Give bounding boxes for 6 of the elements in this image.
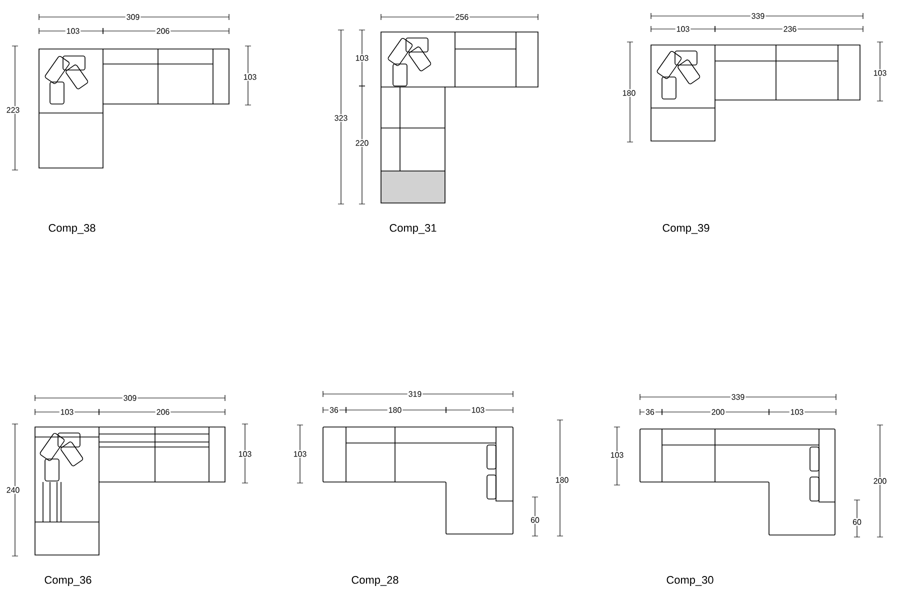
- caption: Comp_31: [390, 224, 436, 234]
- caption: Comp_38: [48, 224, 96, 234]
- caption: Comp_36: [44, 576, 92, 586]
- caption: Comp_28: [352, 576, 398, 586]
- caption: Comp_39: [662, 224, 710, 234]
- caption: Comp_30: [666, 576, 714, 586]
